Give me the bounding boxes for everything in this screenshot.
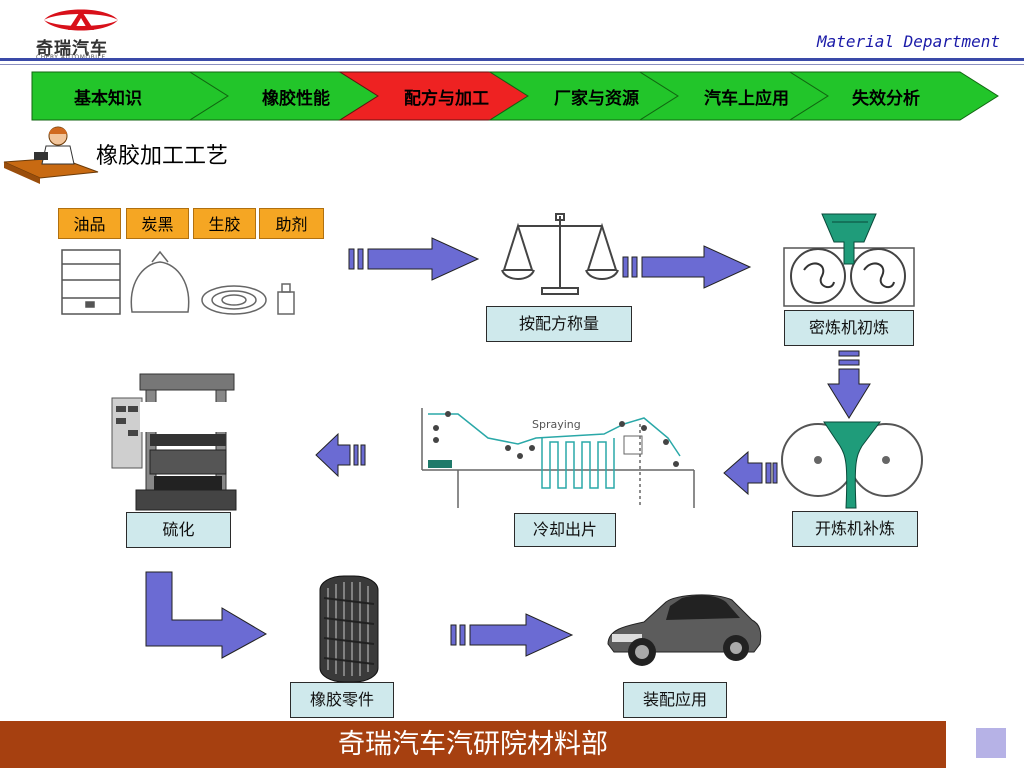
cooling-line-diagram: Spraying [421, 408, 695, 508]
footer-text: 奇瑞汽车汽研院材料部 [338, 729, 608, 760]
nav-label-applications[interactable]: 汽车上应用 [704, 89, 789, 109]
raw-rubber-coil-icon [201, 285, 267, 315]
spraying-label: Spraying [532, 418, 581, 431]
internal-mixer-icon [783, 213, 915, 307]
ingredient-additive: 助剂 [259, 208, 324, 239]
nav-label-formula[interactable]: 配方与加工 [404, 89, 489, 109]
open-mill-icon [781, 421, 923, 509]
ingredient-raw-rubber: 生胶 [193, 208, 256, 239]
department-label: Material Department [816, 32, 1000, 51]
logo-subtext: CHERY AUTOMOBILE [36, 54, 106, 61]
step-assembly: 装配应用 [623, 682, 727, 718]
footer-bar [0, 721, 946, 768]
page-title: 橡胶加工工艺 [96, 144, 229, 169]
nav-label-failure[interactable]: 失效分析 [852, 89, 920, 109]
corner-square [976, 728, 1006, 758]
arrow-to-weighing [348, 237, 480, 281]
car-icon [607, 594, 762, 666]
header-divider [0, 58, 1024, 61]
additive-bottle-icon [277, 283, 295, 315]
oil-barrel-icon [61, 249, 121, 315]
nav-bar [31, 71, 999, 121]
step-internal-mixing: 密炼机初炼 [784, 310, 914, 346]
step-open-mixing: 开炼机补炼 [792, 511, 918, 547]
chery-logo-icon [44, 9, 118, 31]
arrow-to-assembly [450, 613, 574, 657]
clerk-desk-icon [3, 126, 99, 184]
step-weighing: 按配方称量 [486, 306, 632, 342]
nav-label-basics[interactable]: 基本知识 [74, 89, 142, 109]
ingredient-oil: 油品 [58, 208, 121, 239]
carbon-black-bag-icon [130, 250, 190, 313]
logo-text: 奇瑞汽车 [36, 39, 108, 59]
brand-logo: 奇瑞汽车 CHERY AUTOMOBILE [30, 6, 130, 62]
ingredient-carbon-black: 炭黑 [126, 208, 189, 239]
nav-label-suppliers[interactable]: 厂家与资源 [554, 89, 639, 109]
step-rubber-parts: 橡胶零件 [290, 682, 394, 718]
nav-label-performance[interactable]: 橡胶性能 [262, 89, 330, 109]
arrow-to-internal-mixer [622, 245, 752, 289]
vulcanizing-press-icon [111, 373, 240, 511]
header-divider-thin [0, 64, 1024, 65]
arrow-to-rubber-parts [145, 571, 268, 659]
arrow-to-cooling [723, 450, 778, 496]
balance-scale-icon [501, 213, 619, 295]
arrow-down-to-open-mixer [827, 350, 871, 419]
arrow-to-vulcanizing [315, 432, 366, 478]
nav-chevron-failure[interactable] [788, 71, 999, 121]
tire-icon [319, 575, 379, 683]
raw-materials-illustration [61, 249, 295, 315]
step-cooling: 冷却出片 [514, 513, 616, 547]
step-vulcanizing: 硫化 [126, 512, 231, 548]
